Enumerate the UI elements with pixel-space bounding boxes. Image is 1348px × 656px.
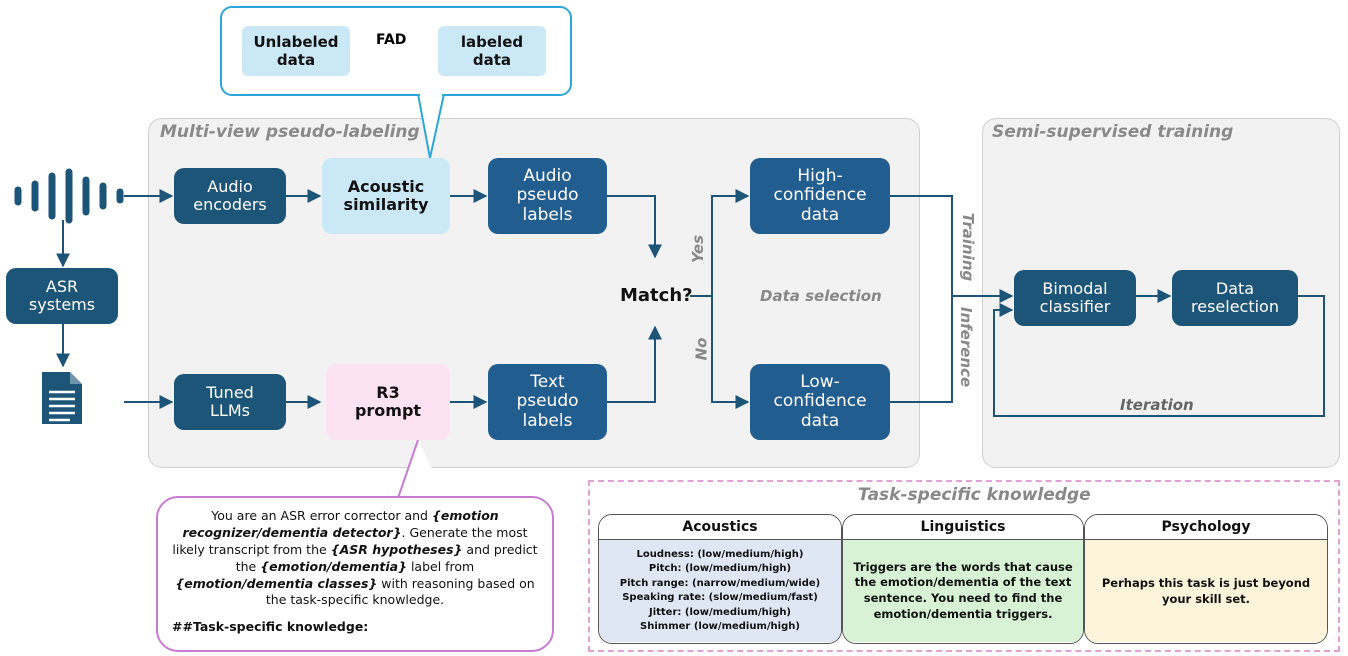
acoustics-list: Loudness: (low/medium/high) Pitch: (low/m… (620, 548, 821, 635)
multi-view-title: Multi-view pseudo-labeling (160, 122, 420, 142)
waveform-icon (14, 168, 124, 224)
audio-encoders-box: Audio encoders (174, 168, 286, 224)
linguistics-body: Triggers are the words that cause the em… (843, 540, 1083, 642)
asr-systems-box: ASR systems (6, 268, 118, 324)
linguistics-column: Linguistics Triggers are the words that … (842, 514, 1084, 644)
low-confidence-data-box: Low- confidence data (750, 364, 890, 440)
audio-pseudo-labels-box: Audio pseudo labels (488, 158, 607, 234)
acoustic-feature-item: Pitch: (low/medium/high) (648, 563, 792, 574)
labeled-data-box: labeled data (438, 26, 546, 76)
prompt-text-part: label from (406, 558, 475, 574)
prompt-text-part: . Generate the most likely transcript fr… (172, 524, 528, 557)
tuned-llms-box: Tuned LLMs (174, 374, 286, 430)
psychology-column: Psychology Perhaps this task is just bey… (1084, 514, 1328, 644)
fad-label: FAD (376, 32, 407, 48)
prompt-callout: You are an ASR error corrector and {emot… (156, 496, 554, 652)
prompt-text: You are an ASR error corrector and {emot… (172, 508, 538, 609)
prompt-text-part: with reasoning based on the task-specifi… (265, 575, 535, 608)
document-icon (42, 372, 82, 424)
acoustic-feature-item: Speaking rate: (slow/medium/fast) (622, 592, 818, 603)
acoustic-feature-item: Shimmer (low/medium/high) (640, 621, 800, 632)
bimodal-classifier-box: Bimodal classifier (1014, 270, 1136, 326)
acoustic-feature-item: Pitch range: (narrow/medium/wide) (619, 577, 821, 589)
data-selection-label: Data selection (760, 287, 882, 305)
acoustics-column: Acoustics Loudness: (low/medium/high) Pit… (598, 514, 842, 644)
linguistics-header: Linguistics (843, 515, 1083, 540)
prompt-text-part: and predict the (235, 541, 538, 574)
psychology-body: Perhaps this task is just beyond your sk… (1085, 540, 1327, 642)
prompt-text-part: You are an ASR error corrector and (211, 508, 432, 523)
prompt-placeholder: {emotion/dementia classes} (175, 575, 378, 591)
no-label: No (692, 337, 711, 361)
high-confidence-data-box: High- confidence data (750, 158, 890, 234)
acoustic-feature-item: Loudness: (low/medium/high) (636, 548, 804, 560)
prompt-placeholder: {emotion/dementia} (260, 558, 407, 574)
task-knowledge-frame (588, 480, 1340, 652)
semi-supervised-title: Semi-supervised training (992, 122, 1234, 142)
acoustics-header: Acoustics (599, 515, 841, 540)
psychology-header: Psychology (1085, 515, 1327, 540)
prompt-placeholder: {emotion recognizer/dementia detector} (182, 508, 499, 540)
r3-prompt-box: R3 prompt (326, 364, 450, 440)
unlabeled-data-box: Unlabeled data (242, 26, 350, 76)
prompt-header: ##Task-specific knowledge: (172, 619, 369, 635)
acoustic-similarity-box: Acoustic similarity (322, 158, 450, 234)
acoustics-body: Loudness: (low/medium/high) Pitch: (low/m… (599, 540, 841, 642)
training-label: Training (959, 212, 978, 282)
text-pseudo-labels-box: Text pseudo labels (488, 364, 607, 440)
task-knowledge-title: Task-specific knowledge (858, 485, 1091, 505)
iteration-label: Iteration (1120, 396, 1194, 414)
match-label: Match? (620, 285, 693, 306)
acoustic-feature-item: Jitter: (low/medium/high) (648, 606, 792, 618)
inference-label: Inference (957, 306, 976, 388)
yes-label: Yes (689, 234, 708, 264)
data-reselection-box: Data reselection (1172, 270, 1298, 326)
prompt-placeholder: {ASR hypotheses} (330, 541, 463, 557)
